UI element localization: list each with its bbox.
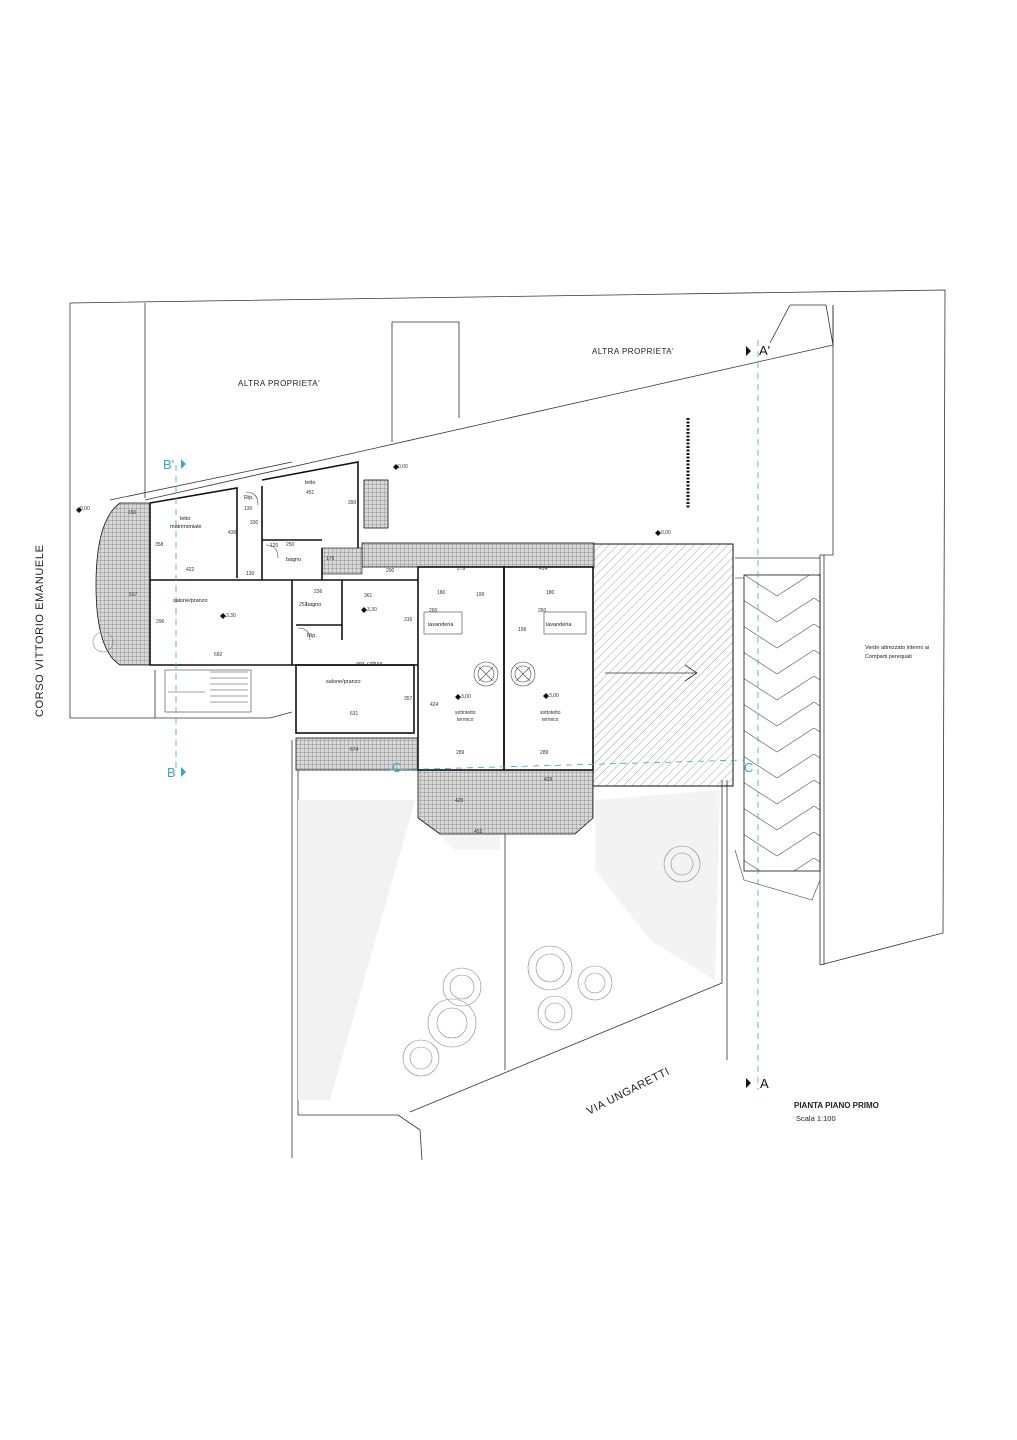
room-label-letto-matrimoniale-2: matrimoniale [170, 524, 201, 530]
room-label-salone-mid: salone/pranzo [326, 679, 361, 685]
dim-260a: 260 [429, 608, 438, 614]
yard-paving [298, 790, 720, 1100]
dim-252: 252 [299, 602, 308, 608]
dim-199a: 199 [476, 592, 485, 598]
dim-150: 150 [128, 510, 137, 516]
section-marker-b-top: B' [163, 457, 174, 472]
dim-429b: 429 [544, 777, 553, 783]
room-label-lavanderia-1: lavanderia [428, 622, 454, 628]
dim-260b: 260 [538, 608, 547, 614]
dim-429a: 429 [455, 798, 464, 804]
dim-357: 357 [404, 696, 413, 702]
elevation-top: 0,00 [398, 464, 408, 470]
drawing-scale: Scala 1:100 [796, 1114, 836, 1123]
drawing-title: PIANTA PIANO PRIMO [794, 1101, 879, 1110]
room-label-sottotetto-1a: sottotetto [455, 710, 476, 716]
dim-120: 120 [270, 543, 279, 549]
dim-358: 358 [155, 542, 164, 548]
elevation-sottotetto-2: 3,00 [549, 693, 559, 699]
dim-279: 279 [457, 566, 466, 572]
dim-451: 451 [306, 490, 315, 496]
dim-316: 316 [404, 617, 413, 623]
dim-179: 179 [326, 556, 335, 562]
dim-250: 250 [286, 542, 295, 548]
section-marker-a-top: A' [759, 343, 770, 358]
room-label-sottotetto-2b: termico [542, 717, 559, 723]
dim-361: 361 [364, 593, 373, 599]
room-label-sottotetto-2a: sottotetto [540, 710, 561, 716]
dim-390: 390 [348, 500, 357, 506]
elevation-room-mid: 3,30 [367, 607, 377, 613]
room-label-letto-matrimoniale-1: letto [180, 516, 190, 522]
dim-631: 631 [350, 711, 359, 717]
room-label-small-note: ang. cottura [356, 661, 383, 667]
dim-452: 452 [474, 829, 483, 835]
dim-330: 330 [250, 520, 259, 526]
elevation-sottotetto-1: 3,00 [461, 694, 471, 700]
hatched-terrace [592, 543, 734, 787]
dim-424: 424 [430, 702, 439, 708]
site-boundaries [69, 289, 946, 1161]
elevation-salone-left: 3,30 [226, 613, 236, 619]
dimension-labels: 150 358 422 436 130 330 120 451 130 250 … [128, 490, 555, 835]
dim-130a: 130 [244, 506, 253, 512]
roof-tiles [95, 479, 595, 835]
building-walls [149, 461, 594, 771]
dim-130b: 130 [246, 571, 255, 577]
room-label-salone-left: salone/pranzo [173, 598, 208, 604]
dim-296: 296 [156, 619, 165, 625]
section-marker-c-left: C [392, 760, 401, 775]
room-label-rip-mid: Rip. [307, 633, 317, 639]
elevation-yard: 0,00 [661, 530, 671, 536]
room-label-bagno-mid: bagno [306, 602, 321, 608]
room-label-lavanderia-2: lavanderia [546, 622, 572, 628]
dim-289a: 289 [456, 750, 465, 756]
section-marker-c-right: C [744, 760, 753, 775]
street-label-ungaretti: VIA UNGARETTI [585, 1065, 672, 1117]
dim-180b: 180 [546, 590, 555, 596]
dim-436: 436 [228, 530, 237, 536]
other-property-label-right: ALTRA PROPRIETA' [592, 347, 674, 356]
dim-290: 290 [386, 568, 395, 574]
section-marker-a-bottom: A [760, 1076, 769, 1091]
elevation-left: 0,00 [80, 506, 90, 512]
dim-692: 692 [214, 652, 223, 658]
section-marker-b-bottom: B [167, 765, 176, 780]
room-label-sottotetto-1b: termico [457, 717, 474, 723]
dim-422: 422 [186, 567, 195, 573]
ramp [743, 574, 821, 872]
green-area-label-2: Comparti perequati [865, 654, 912, 660]
room-label-rip-top: Rip. [244, 495, 254, 501]
street-label-corso: CORSO VITTORIO EMANUELE [34, 544, 46, 717]
room-label-letto: letto [305, 480, 315, 486]
other-property-label-left: ALTRA PROPRIETA' [238, 379, 320, 388]
dim-289b: 289 [540, 750, 549, 756]
trees [92, 631, 701, 1077]
dim-507: 507 [129, 592, 138, 598]
room-label-bagno-top: bagno [286, 557, 301, 563]
dim-414: 414 [539, 566, 548, 572]
green-area-label-1: Verde attrezzato interno ai [865, 645, 929, 651]
dim-180a: 180 [437, 590, 446, 596]
section-lines [175, 340, 759, 1090]
dim-199b: 199 [518, 627, 527, 633]
dim-674: 674 [350, 747, 359, 753]
dim-236: 236 [314, 589, 323, 595]
